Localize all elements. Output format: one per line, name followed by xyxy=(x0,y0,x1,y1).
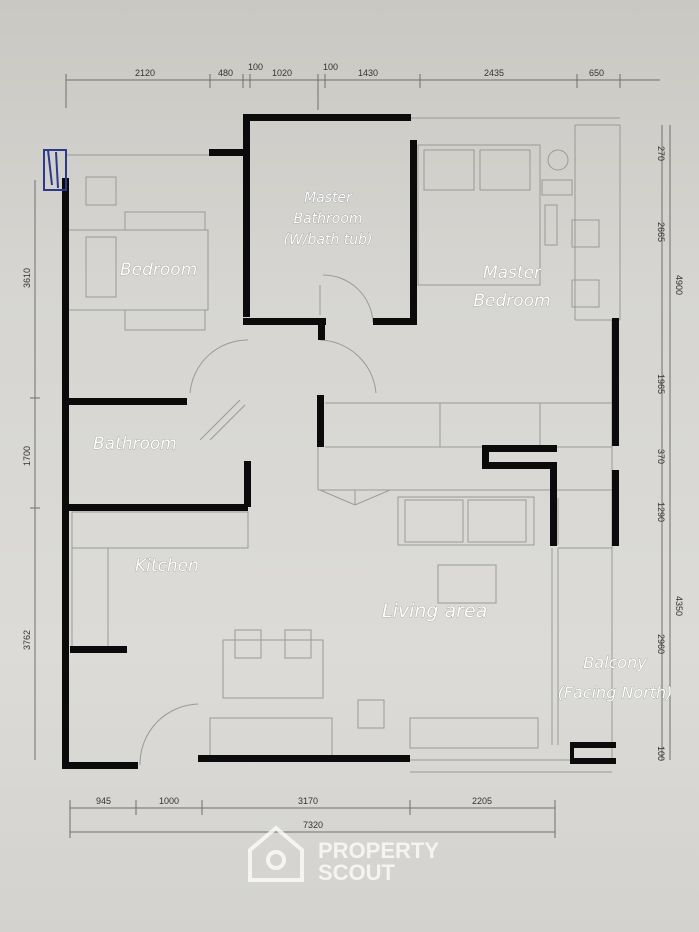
dim-right-2: 2665 xyxy=(656,222,666,242)
dim-top-6: 1430 xyxy=(358,68,378,78)
dim-right-9: 100 xyxy=(656,746,666,761)
room-label-balcony-1: Balcony xyxy=(583,653,647,672)
dim-right-1: 270 xyxy=(656,146,666,161)
watermark: PROPERTY SCOUT xyxy=(248,825,439,885)
dim-top-1: 2120 xyxy=(135,68,155,78)
dim-left-3: 3762 xyxy=(22,630,32,650)
dim-bottom-4: 2205 xyxy=(472,796,492,806)
dim-bottom-total: 7320 xyxy=(303,820,323,830)
dimension-lines xyxy=(30,74,671,838)
dim-right-4: 1965 xyxy=(656,374,666,394)
dim-left-1: 3610 xyxy=(22,268,32,288)
dim-top-8: 650 xyxy=(589,68,604,78)
dim-bottom-2: 1000 xyxy=(159,796,179,806)
room-label-living: Living area xyxy=(382,600,487,622)
room-labels: Bedroom Master Bathroom (W/bath tub) Mas… xyxy=(93,190,673,703)
dim-top-3: 100 xyxy=(248,62,263,72)
dim-left-2: 1700 xyxy=(22,446,32,466)
walls xyxy=(62,114,619,769)
room-label-bathroom: Bathroom xyxy=(93,434,177,454)
room-label-master-bedroom-2: Bedroom xyxy=(473,291,550,311)
dim-bottom-3: 3170 xyxy=(298,796,318,806)
dim-right-8: 2960 xyxy=(656,634,666,654)
dim-right-3: 4900 xyxy=(674,275,684,295)
room-label-kitchen: Kitchen xyxy=(135,556,199,576)
watermark-line-2: SCOUT xyxy=(318,860,396,885)
pen-mark xyxy=(43,149,67,191)
house-logo-icon xyxy=(248,825,304,882)
room-label-master-bathroom-3: (W/bath tub) xyxy=(283,232,372,248)
dim-right-5: 370 xyxy=(656,449,666,464)
room-label-master-bathroom-1: Master xyxy=(304,190,353,206)
dim-right-7: 4350 xyxy=(674,596,684,616)
room-label-bedroom: Bedroom xyxy=(120,260,197,280)
dimension-texts: 2120 480 100 1020 100 1430 2435 650 3610… xyxy=(22,62,684,830)
dim-bottom-1: 945 xyxy=(96,796,111,806)
dim-top-4: 1020 xyxy=(272,68,292,78)
dim-right-6: 1290 xyxy=(656,502,666,522)
dim-top-5: 100 xyxy=(323,62,338,72)
dim-top-2: 480 xyxy=(218,68,233,78)
dim-top-7: 2435 xyxy=(484,68,504,78)
watermark-line-1: PROPERTY xyxy=(318,838,439,863)
room-label-master-bathroom-2: Bathroom xyxy=(293,211,362,227)
room-label-balcony-2: (Facing North) xyxy=(558,683,673,702)
furniture-lines xyxy=(66,117,621,773)
room-label-master-bedroom-1: Master xyxy=(483,263,542,283)
